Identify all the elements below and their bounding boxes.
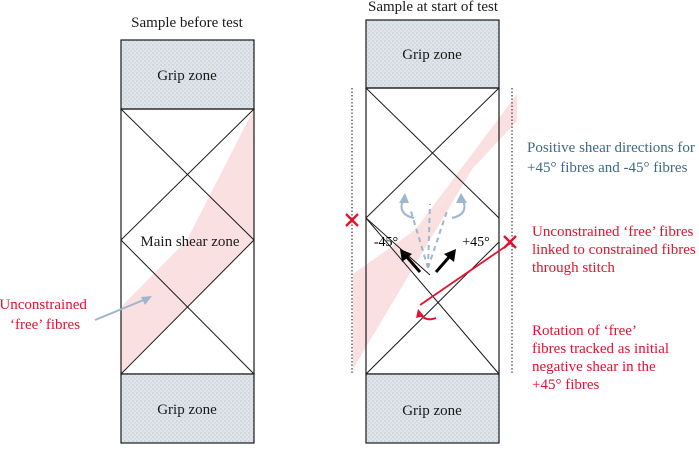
right-sample: Sample at start of test Grip zone [345, 0, 699, 444]
angle-label-plus45: +45° [462, 235, 490, 250]
left-diagonal [120, 239, 255, 375]
right-diagonal [365, 217, 431, 276]
left-annotation-arrow [94, 298, 147, 321]
right-title: Sample at start of test [368, 0, 499, 15]
right-grip-top-label: Grip zone [402, 47, 462, 63]
right-diagonal [365, 241, 500, 375]
angle-label-minus45: -45° [374, 235, 398, 250]
left-title: Sample before test [131, 15, 243, 31]
right-grip-zone-bottom [365, 373, 500, 444]
left-grip-bottom-label: Grip zone [157, 402, 217, 418]
left-grip-zone-bottom [120, 373, 255, 444]
stitch-cross-right [503, 235, 517, 249]
left-grip-zone-top [120, 39, 255, 110]
positive-shear-arrowhead-left [399, 193, 409, 203]
left-annotation-arrowhead [141, 296, 152, 305]
stitch-link-line [419, 241, 513, 306]
left-main-shear-zone-label: Main shear zone [140, 234, 239, 250]
stitch-cross-left [345, 213, 359, 227]
left-grip-top-label: Grip zone [157, 68, 217, 84]
positive-shear-note: Positive shear directions for +45° fibre… [527, 140, 699, 176]
left-unconstrained-label: Unconstrained ‘free’ fibres [0, 297, 91, 333]
fibre-direction-dashed [427, 207, 449, 269]
angle-arrow-minus45 [404, 255, 422, 273]
angle-arrowhead-minus45 [400, 249, 412, 262]
left-free-fibre-region-join [187, 109, 254, 240]
right-sheared-region-upper [415, 94, 517, 230]
fibre-direction-dashed [427, 203, 431, 269]
unconstrained-note: Unconstrained ‘free’ fibres linked to co… [532, 224, 699, 276]
right-diagonal [365, 87, 500, 219]
positive-shear-arrowhead-right [456, 193, 467, 203]
right-grip-bottom-label: Grip zone [402, 403, 462, 419]
angle-arrow-plus45 [434, 255, 452, 273]
left-sample: Sample before test Grip zone Main shear … [0, 15, 255, 444]
angle-arrowhead-plus45 [444, 249, 456, 262]
rotation-arrowhead [416, 309, 424, 318]
rotation-note: Rotation of ‘free’ fibres tracked as ini… [532, 323, 673, 393]
fibre-direction-dashed [409, 207, 429, 269]
left-diagonal [120, 108, 255, 241]
